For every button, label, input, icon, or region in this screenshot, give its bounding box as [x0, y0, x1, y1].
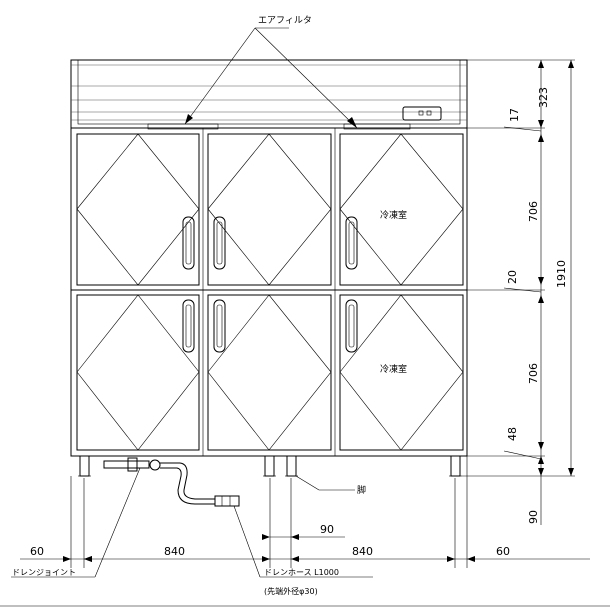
air-filter-left: [147, 123, 219, 130]
air-filter-right: [343, 123, 411, 130]
control-panel: [402, 106, 442, 121]
dim-foot-height: 90: [527, 510, 540, 524]
air-filter-callout: エアフィルタ: [184, 15, 358, 129]
drain-hose-diameter-label: (先端外径φ30): [264, 586, 318, 596]
dim-top-section: 323: [537, 87, 550, 108]
door-upper-left: [76, 133, 200, 286]
drain-joint-label: ドレンジョイント: [12, 568, 76, 577]
drain-joint-callout: ドレンジョイント: [11, 467, 141, 578]
door-upper-right: [339, 133, 464, 286]
dim-side-left: 60: [30, 545, 44, 558]
cabinet-body: [70, 127, 468, 457]
drain-assembly: [103, 457, 240, 507]
drain-hose-label: ドレンホース L1000: [264, 568, 339, 577]
door-handles: [182, 216, 358, 353]
legs-callout: 脚: [295, 475, 366, 496]
dim-height-total: 1910: [555, 260, 568, 288]
air-filter-label: エアフィルタ: [258, 15, 312, 26]
door-lower-right: [339, 294, 464, 451]
horizontal-dimensions: 60 840 840 60 90: [20, 456, 590, 568]
door-lower-left: [76, 294, 200, 451]
dim-side-right: 60: [496, 545, 510, 558]
top-canopy: [70, 59, 468, 130]
freezer-label-upper: 冷凍室: [380, 209, 407, 221]
dim-width-right: 840: [352, 545, 373, 558]
dim-top-gap: 17: [508, 108, 521, 122]
drain-hose-callout: ドレンホース L1000 (先端外径φ30): [233, 505, 373, 596]
dim-door-gap: 20: [506, 270, 519, 284]
dim-bottom-gap: 48: [506, 427, 519, 441]
freezer-label-lower: 冷凍室: [380, 363, 407, 375]
dim-door-upper: 706: [527, 201, 540, 222]
vertical-dimensions: 323 706 706 1910 90 17 20 48: [462, 59, 575, 525]
legs-label: 脚: [357, 485, 366, 496]
dim-drain-offset: 90: [320, 523, 334, 536]
door-lower-center: [207, 294, 332, 451]
dim-width-left: 840: [164, 545, 185, 558]
legs: [78, 455, 462, 477]
door-upper-center: [207, 133, 332, 286]
dim-door-lower: 706: [527, 363, 540, 384]
